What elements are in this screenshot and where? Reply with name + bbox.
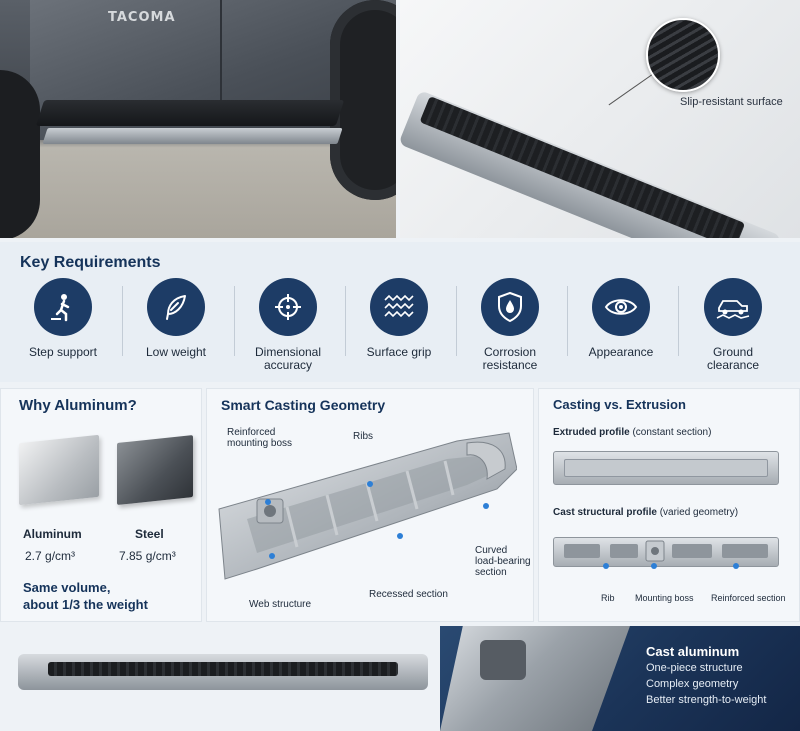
cast-caption-bold: Cast structural profile (553, 507, 657, 518)
summary-title: Cast aluminum (646, 644, 740, 659)
divider (567, 286, 568, 356)
callout-dot (483, 503, 489, 509)
running-board-rail (42, 128, 343, 144)
finished-step-photo (0, 626, 440, 731)
running-board (35, 100, 345, 126)
steel-density: 7.85 g/cm³ (119, 549, 176, 563)
car-clearance-icon (704, 278, 762, 336)
label-curved-line1: Curved (475, 545, 508, 556)
label-mounting-boss: Reinforced mounting boss (227, 427, 292, 449)
summary-line-1: One-piece structure (646, 662, 743, 674)
comparison-title: Casting vs. Extrusion (553, 397, 686, 412)
divider (456, 286, 457, 356)
step-pad (48, 662, 398, 676)
label-mounting-boss-profile: Mounting boss (635, 593, 694, 603)
cast-part-pocket (480, 640, 526, 680)
divider (678, 286, 679, 356)
aluminum-label: Aluminum (23, 527, 82, 541)
surface-zoom-circle (646, 18, 720, 92)
label-curved-section: Curved load-bearing section (475, 545, 531, 578)
crosshair-icon (259, 278, 317, 336)
req-label: Dimensional accuracy (254, 345, 322, 372)
person-stepping-icon (34, 278, 92, 336)
req-label: Appearance (588, 345, 654, 359)
divider (234, 286, 235, 356)
step-product-photo (400, 0, 800, 238)
shield-droplet-icon (481, 278, 539, 336)
truck-badge: TACOMA (108, 10, 176, 25)
req-label: Low weight (145, 345, 207, 359)
label-boss-line1: Reinforced (227, 427, 276, 438)
key-requirements-title: Key Requirements (20, 254, 161, 271)
casting-illustration (218, 432, 517, 580)
callout-dot (265, 499, 271, 505)
eye-icon (592, 278, 650, 336)
aluminum-block (19, 434, 99, 506)
aluminum-density: 2.7 g/cm³ (25, 549, 76, 563)
summary-line-2: Complex geometry (646, 678, 739, 690)
req-label: Step support (28, 345, 98, 359)
callout-dot (733, 563, 739, 569)
req-label: Ground clearance (706, 345, 760, 372)
callout-dot (269, 553, 275, 559)
extruded-caption-note: (constant section) (632, 427, 712, 438)
cast-part-closeup (440, 626, 630, 731)
weight-note-line1: Same volume, (23, 580, 111, 595)
summary-line-3: Better strength-to-weight (646, 694, 767, 706)
why-aluminum-title: Why Aluminum? (19, 397, 137, 414)
extruded-caption-bold: Extruded profile (553, 427, 630, 438)
front-tire (0, 70, 40, 238)
steel-block (117, 435, 193, 505)
cast-caption: Cast structural profile (varied geometry… (553, 507, 738, 518)
callout-dot (603, 563, 609, 569)
label-recessed-section: Recessed section (369, 589, 448, 600)
extruded-profile-illustration (553, 451, 779, 485)
req-low-weight: Low weight (121, 278, 231, 359)
cast-profile-illustration (553, 537, 779, 567)
label-web-structure: Web structure (249, 599, 312, 610)
req-step-support: Step support (8, 278, 118, 359)
callout-dot (397, 533, 403, 539)
req-label: Surface grip (366, 345, 432, 359)
extruded-channel (564, 459, 768, 477)
label-curved-line3: section (475, 567, 507, 578)
cast-aluminum-summary: Cast aluminum One-piece structure Comple… (440, 626, 800, 731)
callout-dot (367, 481, 373, 487)
label-curved-line2: load-bearing (475, 556, 531, 567)
weight-note: Same volume, about 1/3 the weight (23, 579, 193, 613)
casting-geometry-panel: Smart Casting Geometry Reinforced mounti… (206, 388, 534, 622)
door-seam (220, 0, 222, 120)
divider (122, 286, 123, 356)
req-corrosion-resistance: Corrosion resistance (455, 278, 565, 372)
divider (345, 286, 346, 356)
surface-caption: Slip-resistant surface (680, 96, 783, 108)
extruded-caption: Extruded profile (constant section) (553, 427, 711, 438)
weight-note-line2: about 1/3 the weight (23, 597, 148, 612)
casting-geometry-title: Smart Casting Geometry (221, 397, 386, 413)
truck-photo: TACOMA (0, 0, 396, 238)
req-appearance: Appearance (566, 278, 676, 359)
callout-dot (651, 563, 657, 569)
req-dimensional-accuracy: Dimensional accuracy (233, 278, 343, 372)
feather-icon (147, 278, 205, 336)
req-ground-clearance: Ground clearance (678, 278, 788, 372)
grip-texture-icon (370, 278, 428, 336)
casting-vs-extrusion-panel: Casting vs. Extrusion Extruded profile (… (538, 388, 800, 622)
label-rib: Rib (601, 593, 615, 603)
key-requirements-panel: Key Requirements Step support Low weight… (0, 242, 800, 382)
label-ribs: Ribs (353, 431, 374, 442)
why-aluminum-panel: Why Aluminum? Aluminum 2.7 g/cm³ Steel 7… (0, 388, 202, 622)
label-reinforced-section: Reinforced section (711, 593, 786, 603)
steel-label: Steel (135, 527, 164, 541)
label-boss-line2: mounting boss (227, 438, 293, 449)
req-surface-grip: Surface grip (344, 278, 454, 359)
cast-caption-note: (varied geometry) (659, 507, 739, 518)
req-label: Corrosion resistance (482, 345, 538, 372)
